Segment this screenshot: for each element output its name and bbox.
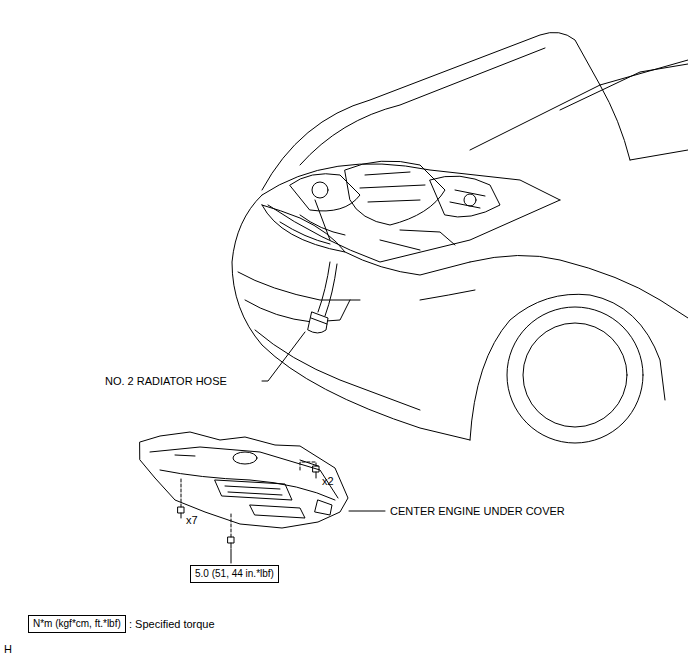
leader-line (231, 549, 232, 563)
box-text: 5.0 (51, 44 in.*lbf) (191, 566, 278, 582)
car-body (232, 32, 688, 443)
part-name: CENTER ENGINE UNDER COVER (390, 505, 565, 518)
part-name: NO. 2 RADIATOR HOSE (105, 375, 227, 388)
radiator-hose (308, 262, 337, 333)
figure-code: H (4, 643, 12, 656)
under-cover (140, 432, 348, 528)
bolt-count: x7 (186, 514, 198, 527)
torque-box: 5.0 (51, 44 in.*lbf) (190, 565, 279, 583)
legend-text: : Specified torque (129, 618, 215, 631)
legend-unit-box: N*m (kgf*cm, ft.*lbf) (28, 615, 126, 633)
bolt-count: x2 (322, 475, 334, 488)
leader-line (262, 332, 305, 381)
leader-line (349, 511, 385, 512)
box-text: N*m (kgf*cm, ft.*lbf) (29, 616, 125, 632)
bolt (178, 462, 319, 548)
